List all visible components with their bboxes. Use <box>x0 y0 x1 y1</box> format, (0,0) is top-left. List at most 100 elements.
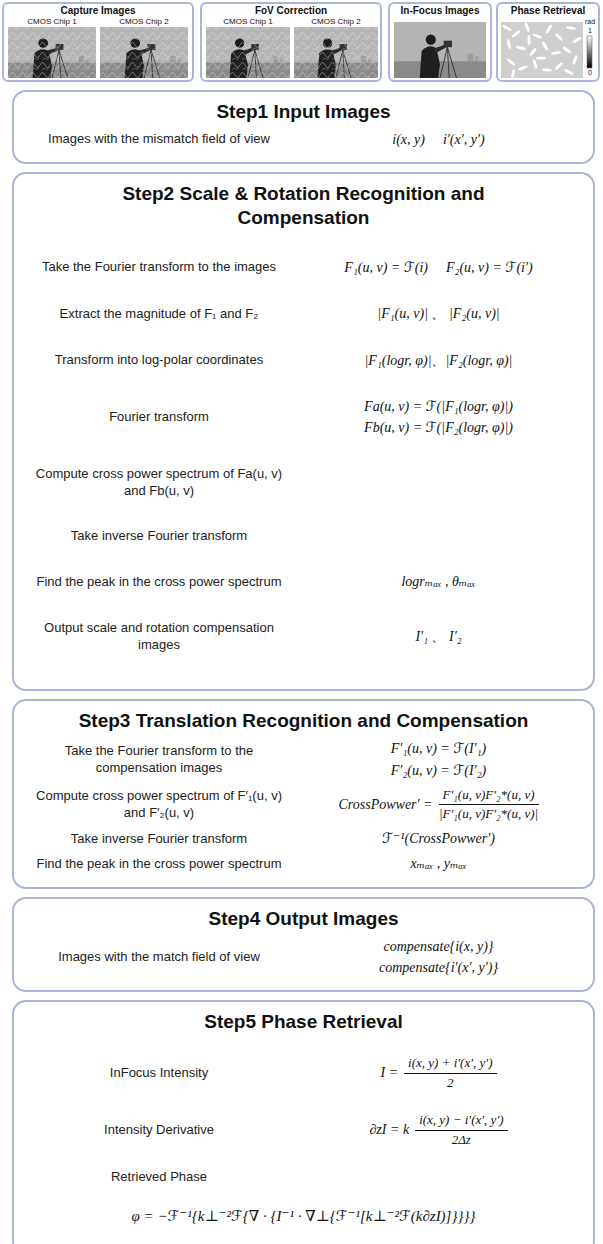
step-box: Step5 Phase RetrievalInFocus Intensity I … <box>12 1000 595 1244</box>
phase-map <box>501 22 592 79</box>
colorbar-label: 0 <box>588 69 592 77</box>
formula-cell: xₘₐₓ , yₘₐₓ <box>294 855 583 873</box>
step-title: Step5 Phase Retrieval <box>204 1010 403 1034</box>
colorbar <box>587 36 592 68</box>
step-description: Find the peak in the cross power spectru… <box>24 574 294 591</box>
step-rows: Images with the mismatch field of viewi(… <box>24 128 583 152</box>
step-row: Transform into log-polar coordinates|F₁(… <box>24 349 583 373</box>
formula-cell: i(x, y) i′(x′, y′) <box>294 131 583 149</box>
formula-cell: ℱ⁻¹(CrossPowwer′) <box>294 830 583 848</box>
formula: Fa(u, v) = ℱ(|F₁(logr, φ)|) <box>364 398 513 416</box>
formula: I′₁ 、 I′₂ <box>415 628 461 646</box>
formula: I = <box>380 1064 398 1082</box>
stage-box: In-Focus Images <box>388 2 492 82</box>
fraction: i(x, y) + i′(x′, y′)2 <box>404 1055 496 1092</box>
fraction: i(x, y) − i′(x′, y′)2Δz <box>415 1112 507 1149</box>
fraction-formula: I = i(x, y) + i′(x′, y′)2 <box>380 1055 496 1092</box>
numerator: i(x, y) − i′(x′, y′) <box>415 1112 507 1131</box>
formula: ℱ⁻¹(CrossPowwer′) <box>382 830 495 848</box>
chip-label: CMOS Chip 2 <box>119 17 168 26</box>
formula: compensate{i′(x′, y′)} <box>379 959 498 977</box>
formula: F₂(u, v) = ℱ(i′) <box>446 259 533 277</box>
step-rows: Images with the match field of viewcompe… <box>24 935 583 980</box>
in-focus-image <box>394 22 486 78</box>
formula-cell: Fa(u, v) = ℱ(|F₁(logr, φ)|) Fb(u, v) = ℱ(… <box>294 398 583 437</box>
step-box: Step1 Input ImagesImages with the mismat… <box>12 90 595 164</box>
formula-row: φ = −ℱ⁻¹{k⊥⁻²ℱ{∇ · {I⁻¹ · ∇⊥{ℱ⁻¹[k⊥⁻²ℱ(k… <box>24 1203 583 1229</box>
step-description: Output scale and rotation compensation i… <box>24 620 294 654</box>
step-description: InFocus Intensity <box>24 1065 294 1082</box>
denominator: 2 <box>447 1074 454 1092</box>
formula: F₁(u, v) = ℱ(i) <box>344 259 428 277</box>
denominator: 2Δz <box>452 1131 471 1149</box>
step-row: Take the Fourier transform to the compen… <box>24 737 583 782</box>
stage-box: Capture Images <box>2 2 194 82</box>
stage-box: FoV Correction <box>200 2 382 82</box>
step-rows: Take the Fourier transform to the compen… <box>24 737 583 877</box>
step-row: Find the peak in the cross power spectru… <box>24 852 583 876</box>
step-row: Intensity Derivative ∂zI = k i(x, y) − i′(… <box>24 1109 583 1152</box>
formula: compensate{i(x, y)} <box>384 938 494 956</box>
step-description: Find the peak in the cross power spectru… <box>24 856 294 873</box>
numerator: i(x, y) + i′(x′, y′) <box>404 1055 496 1074</box>
formula: ∂zI = k <box>369 1121 409 1139</box>
colorbar-label: rad <box>585 18 595 26</box>
formula-cell: |F₁(logr, φ)|、|F₂(logr, φ)| <box>294 352 583 370</box>
stage-title: Phase Retrieval <box>498 4 598 17</box>
step-description: Take inverse Fourier transform <box>24 831 294 848</box>
formula-cell: |F₁(u, v)| 、 |F₂(u, v)| <box>294 305 583 323</box>
step-description: Fourier transform <box>24 409 294 426</box>
formula-cell: compensate{i(x, y)} compensate{i′(x′, y′)… <box>294 938 583 977</box>
stage-title: FoV Correction <box>202 4 380 17</box>
formula: F′₁(u, v) = ℱ(I′₁) <box>391 740 486 758</box>
step-row: Find the peak in the cross power spectru… <box>24 570 583 594</box>
step-row: Images with the mismatch field of viewi(… <box>24 128 583 152</box>
fraction-formula: ∂zI = k i(x, y) − i′(x′, y′)2Δz <box>369 1112 507 1149</box>
stage-title: In-Focus Images <box>390 4 490 17</box>
chip-label: CMOS Chip 1 <box>27 17 76 26</box>
step-description: Images with the mismatch field of view <box>24 131 294 148</box>
step-description: Take inverse Fourier transform <box>24 528 294 545</box>
formula: φ = −ℱ⁻¹{k⊥⁻²ℱ{∇ · {I⁻¹ · ∇⊥{ℱ⁻¹[k⊥⁻²ℱ(k… <box>24 1207 583 1227</box>
formula: i(x, y) <box>392 131 425 149</box>
chip-label: CMOS Chip 2 <box>311 17 360 26</box>
formula: |F₁(logr, φ)|、|F₂(logr, φ)| <box>365 352 513 370</box>
step-title: Step1 Input Images <box>216 100 390 124</box>
colorbar-label: 1 <box>588 27 592 35</box>
formula: Fb(u, v) = ℱ(|F₂(logr, φ)|) <box>364 419 513 437</box>
formula: logrₘₐₓ , θₘₐₓ <box>401 573 475 591</box>
step-row: Take inverse Fourier transform <box>24 525 583 548</box>
formula-cell: I′₁ 、 I′₂ <box>294 628 583 646</box>
fraction: F′₁(u, v)F′₂*(u, v)|F′₁(u, v)F′₂*(u, v)| <box>439 787 539 824</box>
formula-cell: logrₘₐₓ , θₘₐₓ <box>294 573 583 591</box>
step-row: Output scale and rotation compensation i… <box>24 617 583 657</box>
stage-title: Capture Images <box>4 4 192 17</box>
fraction-formula: CrossPowwer′ =F′₁(u, v)F′₂*(u, v)|F′₁(u,… <box>338 787 538 824</box>
step-rows: InFocus Intensity I = i(x, y) + i′(x′, y′)… <box>24 1038 583 1243</box>
step-description: Take the Fourier transform to the images <box>24 259 294 276</box>
step-description: Retrieved Phase <box>24 1169 294 1186</box>
step-description: Images with the match field of view <box>24 949 294 966</box>
step-row: Retrieved Phase <box>24 1166 583 1189</box>
formula-cell: F₁(u, v) = ℱ(i) F₂(u, v) = ℱ(i′) <box>294 259 583 277</box>
formula: i′(x′, y′) <box>443 131 485 149</box>
step-row: Take the Fourier transform to the images… <box>24 256 583 280</box>
captured-images <box>8 27 188 78</box>
step-description: Intensity Derivative <box>24 1122 294 1139</box>
numerator: F′₁(u, v)F′₂*(u, v) <box>439 787 539 806</box>
formula: |F₁(u, v)| 、 |F₂(u, v)| <box>377 305 499 323</box>
formula: xₘₐₓ , yₘₐₓ <box>410 855 466 873</box>
step-box: Step2 Scale & Rotation Recognition and C… <box>12 172 595 691</box>
step-row: Images with the match field of viewcompe… <box>24 935 583 980</box>
step-description: Compute cross power spectrum of F′₁(u, v… <box>24 788 294 822</box>
formula-cell: CrossPowwer′ =F′₁(u, v)F′₂*(u, v)|F′₁(u,… <box>294 787 583 824</box>
step-description: Take the Fourier transform to the compen… <box>24 743 294 777</box>
step-row: InFocus Intensity I = i(x, y) + i′(x′, y′)… <box>24 1052 583 1095</box>
formula-cell: I = i(x, y) + i′(x′, y′)2 <box>294 1055 583 1092</box>
step-box: Step3 Translation Recognition and Compen… <box>12 699 595 889</box>
formula-cell: F′₁(u, v) = ℱ(I′₁)F′₂(u, v) = ℱ(I′₂) <box>294 740 583 779</box>
denominator: |F′₁(u, v)F′₂*(u, v)| <box>439 805 538 823</box>
step-box: Step4 Output ImagesImages with the match… <box>12 897 595 992</box>
step-title: Step3 Translation Recognition and Compen… <box>79 709 529 733</box>
